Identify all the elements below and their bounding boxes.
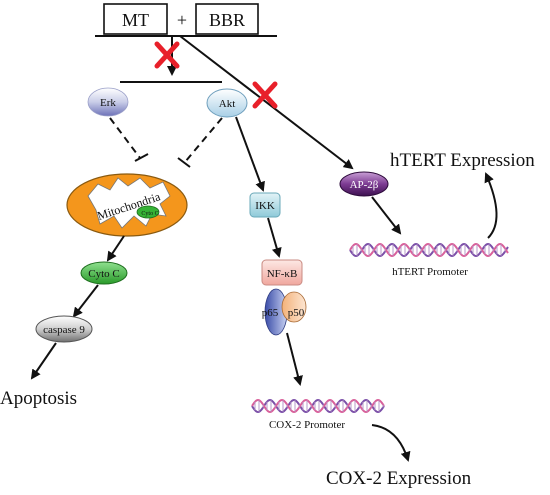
erk-inhibit-bar xyxy=(134,153,149,162)
ikk-nfkb-arrow xyxy=(267,217,282,258)
caspase9-label: caspase 9 xyxy=(43,324,85,336)
htert-expression-label: hTERT Expression xyxy=(390,150,535,171)
bbr-box xyxy=(195,3,259,35)
cox2-promoter-label: COX-2 Promoter xyxy=(269,419,345,431)
htert-expression-arrow xyxy=(484,172,498,239)
erk-dashed-line xyxy=(109,117,141,159)
p50-node xyxy=(281,291,307,323)
ikk-node xyxy=(249,192,281,218)
p50-label: p50 xyxy=(288,307,305,319)
dna-strand xyxy=(251,398,385,414)
cyto-c-small-label: Cyto C xyxy=(141,211,158,217)
akt-dashed-line xyxy=(184,117,223,163)
ap2b-label: AP-2β xyxy=(350,179,379,191)
erk-label: Erk xyxy=(100,97,116,109)
diagonal-arrow xyxy=(179,35,354,170)
nfkb-promoter-arrow xyxy=(286,332,303,386)
caspase-apoptosis-arrow xyxy=(30,342,57,380)
cox2-expression-arrow xyxy=(371,424,411,462)
mitochondria-node xyxy=(66,173,188,237)
cyto-caspase-arrow xyxy=(72,284,99,318)
htert-dna-helix xyxy=(349,242,509,258)
mt-label: MT xyxy=(122,10,149,30)
akt-label: Akt xyxy=(219,98,236,110)
akt-ikk-arrow xyxy=(235,116,265,192)
nfkb-node xyxy=(261,259,303,286)
cox2-dna-helix xyxy=(251,398,385,414)
ap2b-promoter-arrow xyxy=(371,196,402,235)
apoptosis-label: Apoptosis xyxy=(0,388,77,409)
mt-box xyxy=(103,3,168,35)
nfkb-label: NF-κB xyxy=(267,268,298,280)
cyto-c-label: Cyto C xyxy=(88,268,119,280)
dna-strand xyxy=(251,398,385,414)
cyto-c-node xyxy=(80,261,128,285)
bbr-label: BBR xyxy=(209,10,245,30)
akt-inhibit-bar xyxy=(177,157,191,168)
dna-strand xyxy=(349,242,509,258)
akt-node xyxy=(206,88,248,118)
inhibit-x-icon-1 xyxy=(154,41,180,69)
mito-cyto-arrow xyxy=(106,235,125,262)
inhibit-x-icon-2 xyxy=(252,81,278,109)
caspase9-node xyxy=(35,315,93,343)
ikk-label: IKK xyxy=(255,200,275,212)
plus-label: + xyxy=(177,10,187,30)
cox2-expression-label: COX-2 Expression xyxy=(326,468,472,489)
ap2b-node xyxy=(339,171,389,197)
htert-promoter-label: hTERT Promoter xyxy=(392,266,468,278)
p65-label: p65 xyxy=(262,307,279,319)
erk-node xyxy=(87,87,129,117)
